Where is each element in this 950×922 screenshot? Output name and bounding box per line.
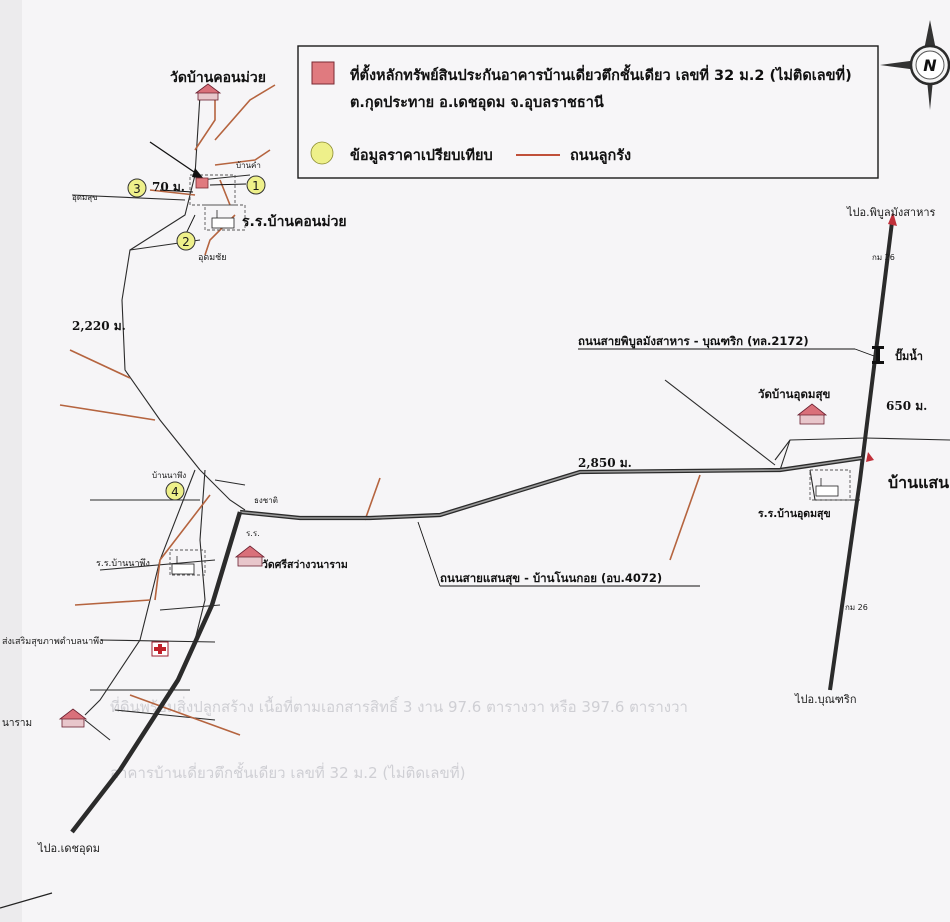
distance-70m: 70 ม. [152, 180, 185, 194]
temple-icon [234, 545, 266, 567]
school-icon [171, 556, 195, 575]
label-ban-saen: บ้านแสน [888, 473, 949, 492]
label-km-bottom: กม 26 [845, 603, 868, 612]
legend-property-line1: ที่ตั้งหลักทรัพย์สินประกันอาคารบ้านเดี่ย… [350, 64, 852, 84]
faded-text-line1: ที่ดินพร้อมสิ่งปลูกสร้าง เนื้อที่ตามเอกส… [110, 696, 688, 716]
distance-2220m: 2,220 ม. [72, 319, 126, 333]
legend-comparable-label: ข้อมูลราคาเปรียบเทียบ [350, 147, 493, 164]
label-small-top-right: บ้านคำ [236, 161, 261, 170]
label-flag: ธงชาติ [254, 496, 278, 505]
label-km-top: กม 26 [872, 253, 895, 262]
label-small-below: อุดมชัย [198, 253, 227, 263]
label-school-abbrev: ร.ร. [246, 529, 260, 538]
arrow-north [888, 212, 897, 226]
svg-text:3: 3 [133, 182, 141, 196]
comparable-2: 2 [176, 231, 196, 251]
legend-road-label: ถนนลูกรัง [570, 148, 631, 164]
comparable-4: 4 [165, 481, 185, 501]
compass: N [880, 20, 950, 110]
health-center-icon [151, 641, 169, 657]
comparable-3: 3 [127, 178, 147, 198]
label-small-junction: บ้านนาพึง [152, 471, 186, 480]
laterite-roads [59, 84, 701, 736]
road-to-det-udom [70, 511, 243, 834]
property-pointer [149, 141, 201, 177]
svg-text:2: 2 [182, 235, 190, 249]
distance-2850m: 2,850 ม. [578, 456, 632, 470]
gas-station-icon [872, 346, 884, 364]
label-small-left: อุดมสุข [72, 193, 98, 202]
label-school-na-phung: ร.ร.บ้านนาพึง [96, 558, 150, 569]
school-icon [815, 478, 839, 497]
property-marker-icon [311, 61, 335, 85]
label-to-boonrik: ไปอ.บุณฑริก [794, 693, 857, 706]
label-to-phibun: ไปอ.พิบูลมังสาหาร [846, 206, 936, 219]
svg-text:1: 1 [252, 179, 260, 193]
property-marker [195, 177, 209, 189]
comparable-marker-icon [310, 141, 334, 165]
school-icon [211, 210, 235, 229]
distance-650m: 650 ม. [886, 399, 927, 413]
label-school-khon-muai: ร.ร.บ้านคอนม่วย [242, 214, 347, 230]
comparable-1: 1 [246, 175, 266, 195]
faded-text-line2: อาคารบ้านเดี่ยวตึกชั้นเดียว เลขที่ 32 ม.… [110, 762, 465, 782]
temple-icon [796, 403, 828, 425]
label-wat-khon-muai: วัดบ้านคอนม่วย [170, 70, 266, 86]
label-highway-2172: ถนนสายพิบูลมังสาหาร - บุณฑริก (ทล.2172) [578, 334, 809, 349]
label-to-det-udom: ไปอ.เดชอุดม [37, 842, 100, 855]
label-health-center: ส่งเสริมสุขภาพตำบลนาพึง [2, 636, 103, 647]
label-road-4072: ถนนสายแสนสุข - บ้านโนนกอย (อบ.4072) [440, 570, 662, 586]
north-icon: N [923, 56, 937, 75]
label-wat-bottom: นาราม [2, 718, 32, 729]
highway-2172 [828, 221, 894, 691]
label-gas-station: ปั๊มน้ำ [895, 348, 923, 363]
svg-text:4: 4 [171, 485, 179, 499]
temple-icon [58, 708, 88, 728]
label-wat-udom-suk: วัดบ้านอุดมสุข [758, 387, 831, 402]
temple-icon [194, 83, 222, 101]
legend-box [297, 45, 879, 179]
label-wat-sri-sawang: วัดศรีสว่างวนาราม [262, 558, 348, 571]
dashed-boundaries [169, 174, 851, 576]
legend-property-line2: ต.กุดประทาย อ.เดชอุดม จ.อุบลราชธานี [350, 94, 604, 111]
label-school-udom-suk: ร.ร.บ้านอุดมสุข [758, 507, 831, 521]
